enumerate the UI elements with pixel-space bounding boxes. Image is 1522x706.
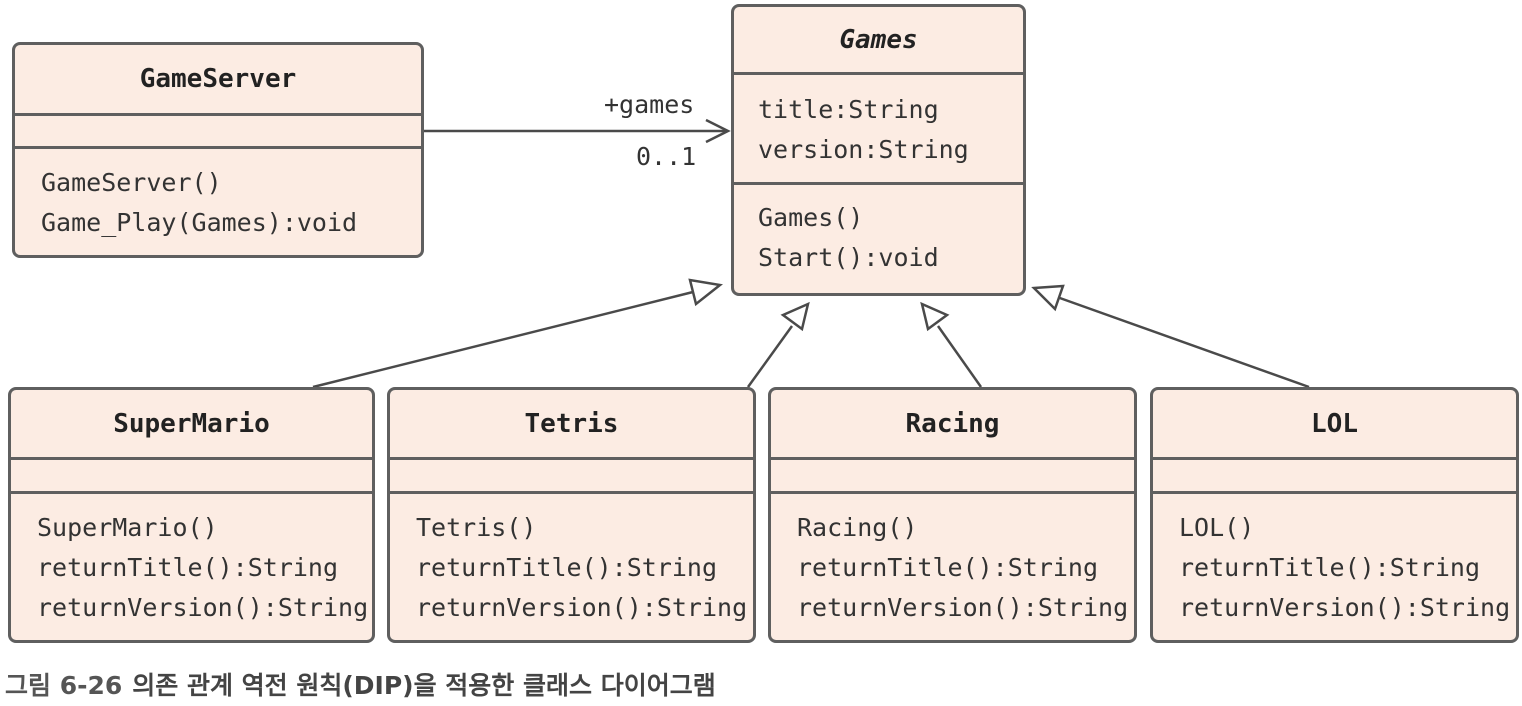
attributes-section xyxy=(771,460,1134,494)
class-name: SuperMario xyxy=(11,390,372,460)
figure-caption-text: 의존 관계 역전 원칙(DIP)을 적용한 클래스 다이어그램 xyxy=(132,671,716,700)
class-gameserver: GameServer GameServer() Game_Play(Games)… xyxy=(12,42,424,258)
method: returnTitle():String xyxy=(37,553,339,582)
class-name: Games xyxy=(734,7,1023,75)
method: returnTitle():String xyxy=(416,553,718,582)
class-games: Games title:String version:String Games(… xyxy=(731,4,1026,296)
method: SuperMario() xyxy=(37,513,218,542)
methods-section: SuperMario() returnTitle():String return… xyxy=(11,494,372,628)
method: Games() xyxy=(758,203,864,232)
method: LOL() xyxy=(1179,513,1255,542)
method: returnTitle():String xyxy=(1179,553,1481,582)
method: Racing() xyxy=(797,513,918,542)
method: GameServer() xyxy=(41,168,222,197)
method: returnVersion():String xyxy=(1179,593,1511,622)
attributes-section xyxy=(11,460,372,494)
generalization-line-racing xyxy=(936,325,983,388)
generalization-arrowhead-racing xyxy=(920,301,950,332)
class-tetris: Tetris Tetris() returnTitle():String ret… xyxy=(387,387,756,643)
method: Tetris() xyxy=(416,513,537,542)
class-supermario: SuperMario SuperMario() returnTitle():St… xyxy=(8,387,375,643)
class-racing: Racing Racing() returnTitle():String ret… xyxy=(768,387,1137,643)
method: returnVersion():String xyxy=(797,593,1129,622)
attribute: version:String xyxy=(758,135,969,164)
figure-caption: 그림 6-26 의존 관계 역전 원칙(DIP)을 적용한 클래스 다이어그램 xyxy=(5,666,716,702)
generalization-line-tetris xyxy=(746,325,794,388)
method: returnVersion():String xyxy=(416,593,748,622)
methods-section: GameServer() Game_Play(Games):void xyxy=(15,149,421,243)
class-name: GameServer xyxy=(15,45,421,116)
attributes-section xyxy=(390,460,753,494)
methods-section: Racing() returnTitle():String returnVers… xyxy=(771,494,1134,628)
generalization-line-lol xyxy=(1056,295,1310,389)
methods-section: Games() Start():void xyxy=(734,185,1023,278)
class-name: Racing xyxy=(771,390,1134,460)
association-role-label: +games xyxy=(604,90,695,119)
methods-section: LOL() returnTitle():String returnVersion… xyxy=(1153,494,1516,628)
generalization-line-supermario xyxy=(312,289,698,389)
attributes-section xyxy=(1153,460,1516,494)
association-arrowhead xyxy=(705,118,731,144)
attributes-section: title:String version:String xyxy=(734,75,1023,185)
generalization-arrowhead-lol xyxy=(1031,284,1065,312)
method: returnVersion():String xyxy=(37,593,369,622)
attributes-section xyxy=(15,116,421,149)
attribute: title:String xyxy=(758,95,939,124)
method: returnTitle():String xyxy=(797,553,1099,582)
association-multiplicity-label: 0..1 xyxy=(636,142,697,171)
generalization-arrowhead-tetris xyxy=(780,301,810,332)
method: Game_Play(Games):void xyxy=(41,208,358,237)
class-name: LOL xyxy=(1153,390,1516,460)
class-lol: LOL LOL() returnTitle():String returnVer… xyxy=(1150,387,1519,643)
generalization-arrowhead-supermario xyxy=(688,278,723,307)
figure-number: 그림 6-26 xyxy=(5,671,123,700)
class-name: Tetris xyxy=(390,390,753,460)
method: Start():void xyxy=(758,243,939,272)
methods-section: Tetris() returnTitle():String returnVers… xyxy=(390,494,753,628)
